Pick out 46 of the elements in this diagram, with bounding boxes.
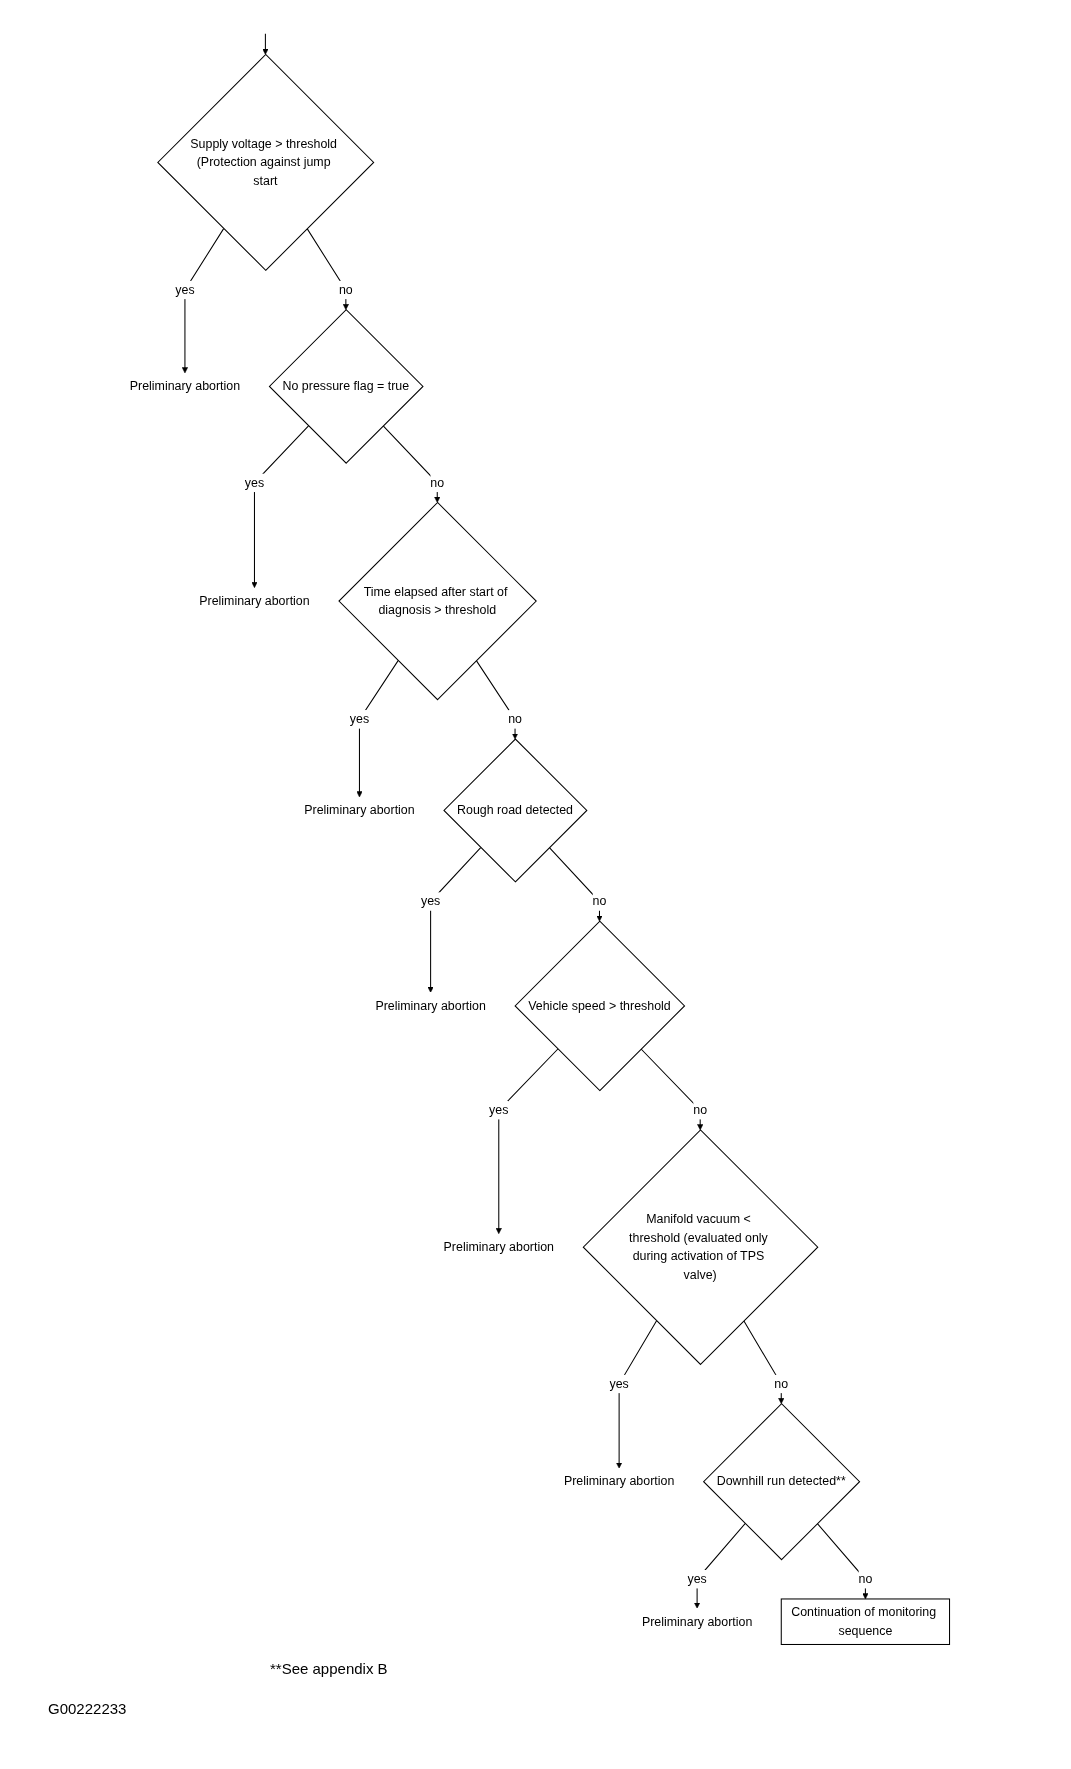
edge-label: no: [338, 280, 353, 300]
arrow: [816, 1523, 869, 1600]
edge-label: yes: [609, 1374, 629, 1394]
text-label: Preliminary abortion: [129, 379, 241, 393]
figure-code: G00222233: [48, 1700, 127, 1717]
arrow: [694, 1523, 746, 1609]
edge-label: yes: [420, 892, 441, 911]
arrow: [251, 425, 310, 588]
edge-label: no: [430, 473, 445, 493]
decision-diamond: No pressure flag = true: [268, 308, 424, 464]
arrow: [548, 847, 603, 922]
arrow: [427, 847, 482, 993]
arrow: [356, 660, 399, 798]
process-box: Continuation of monitoring sequence: [780, 1598, 951, 1645]
edge-label: no: [693, 1100, 708, 1120]
text-label: Preliminary abortion: [563, 1474, 675, 1489]
arrow: [495, 1048, 559, 1234]
edge-label: no: [592, 892, 607, 911]
edge-label: yes: [349, 710, 370, 729]
decision-diamond: Downhill run detected**: [702, 1403, 861, 1561]
arrow: [475, 660, 519, 740]
edge-label: no: [774, 1374, 789, 1394]
edge-label: yes: [489, 1100, 509, 1120]
arrow: [743, 1320, 785, 1404]
decision-diamond: Rough road detected: [443, 738, 588, 883]
arrow: [262, 33, 269, 55]
edge-label: yes: [687, 1570, 707, 1589]
edge-label: no: [508, 710, 522, 729]
arrow: [306, 228, 349, 310]
footnote-text: **See appendix B: [270, 1660, 388, 1677]
text-label: Preliminary abortion: [199, 593, 310, 608]
text-label: Preliminary abortion: [375, 998, 486, 1013]
edge-label: no: [858, 1570, 873, 1589]
edge-label: yes: [244, 473, 265, 493]
arrow: [640, 1048, 704, 1131]
decision-diamond: Supply voltage > threshold (Protection against jump start: [157, 53, 375, 272]
decision-diamond: Manifold vacuum < threshold (evaluated only during activation of TPS valve): [582, 1129, 819, 1366]
text-label: Preliminary abortion: [443, 1239, 554, 1254]
arrow: [616, 1320, 658, 1469]
edge-label: yes: [175, 280, 195, 300]
decision-diamond: Vehicle speed > threshold: [514, 920, 686, 1092]
decision-diamond: Time elapsed after start of diagnosis > threshold: [338, 501, 537, 701]
text-label: Preliminary abortion: [304, 803, 415, 817]
text-label: Preliminary abortion: [641, 1614, 753, 1629]
arrow: [382, 425, 441, 503]
arrow: [181, 228, 225, 374]
